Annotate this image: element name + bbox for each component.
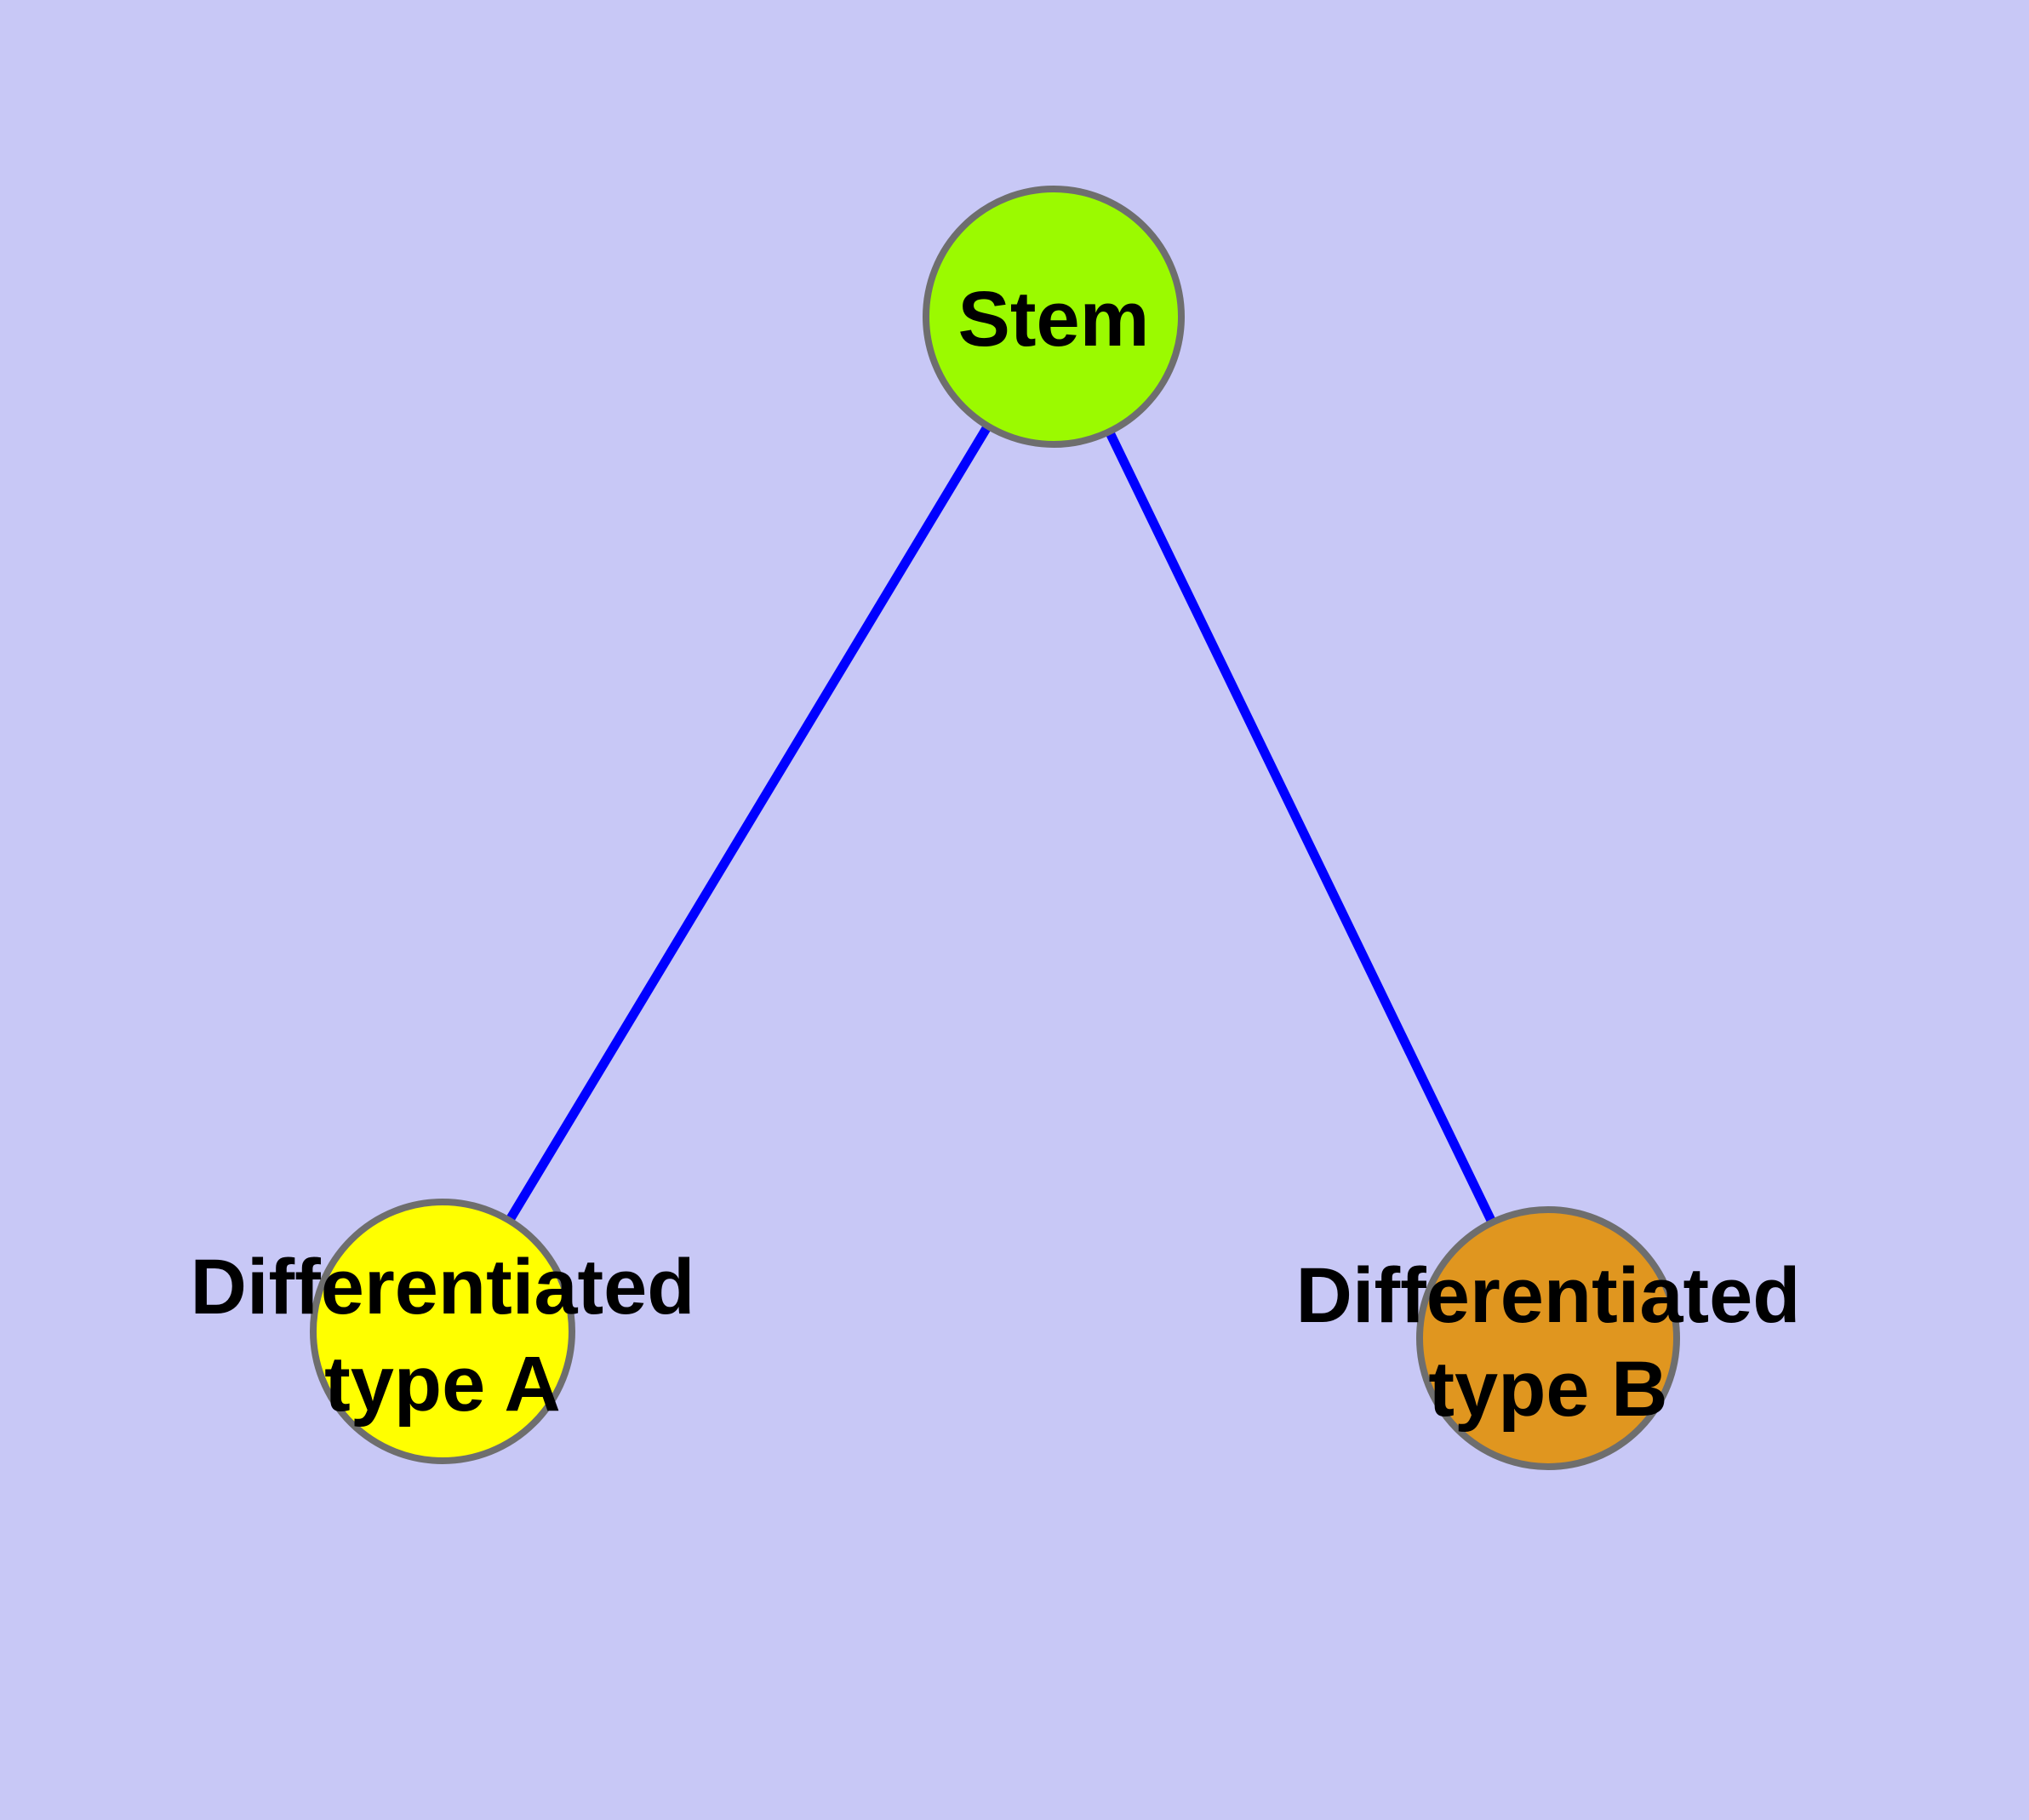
node-type-a-label-line2: type A [324,1341,561,1428]
edge-stem-to-type-b [1049,314,1552,1341]
edge-stem-to-type-a [438,314,1058,1334]
node-type-b [1416,1206,1680,1470]
node-stem-label: Stem [958,276,1150,363]
node-type-b-label-line1: Differentiated [1296,1252,1801,1339]
node-type-a [310,1199,575,1464]
node-stem [923,186,1185,448]
node-type-a-label-line1: Differentiated [191,1244,695,1331]
node-type-b-label-line2: type B [1428,1346,1667,1433]
